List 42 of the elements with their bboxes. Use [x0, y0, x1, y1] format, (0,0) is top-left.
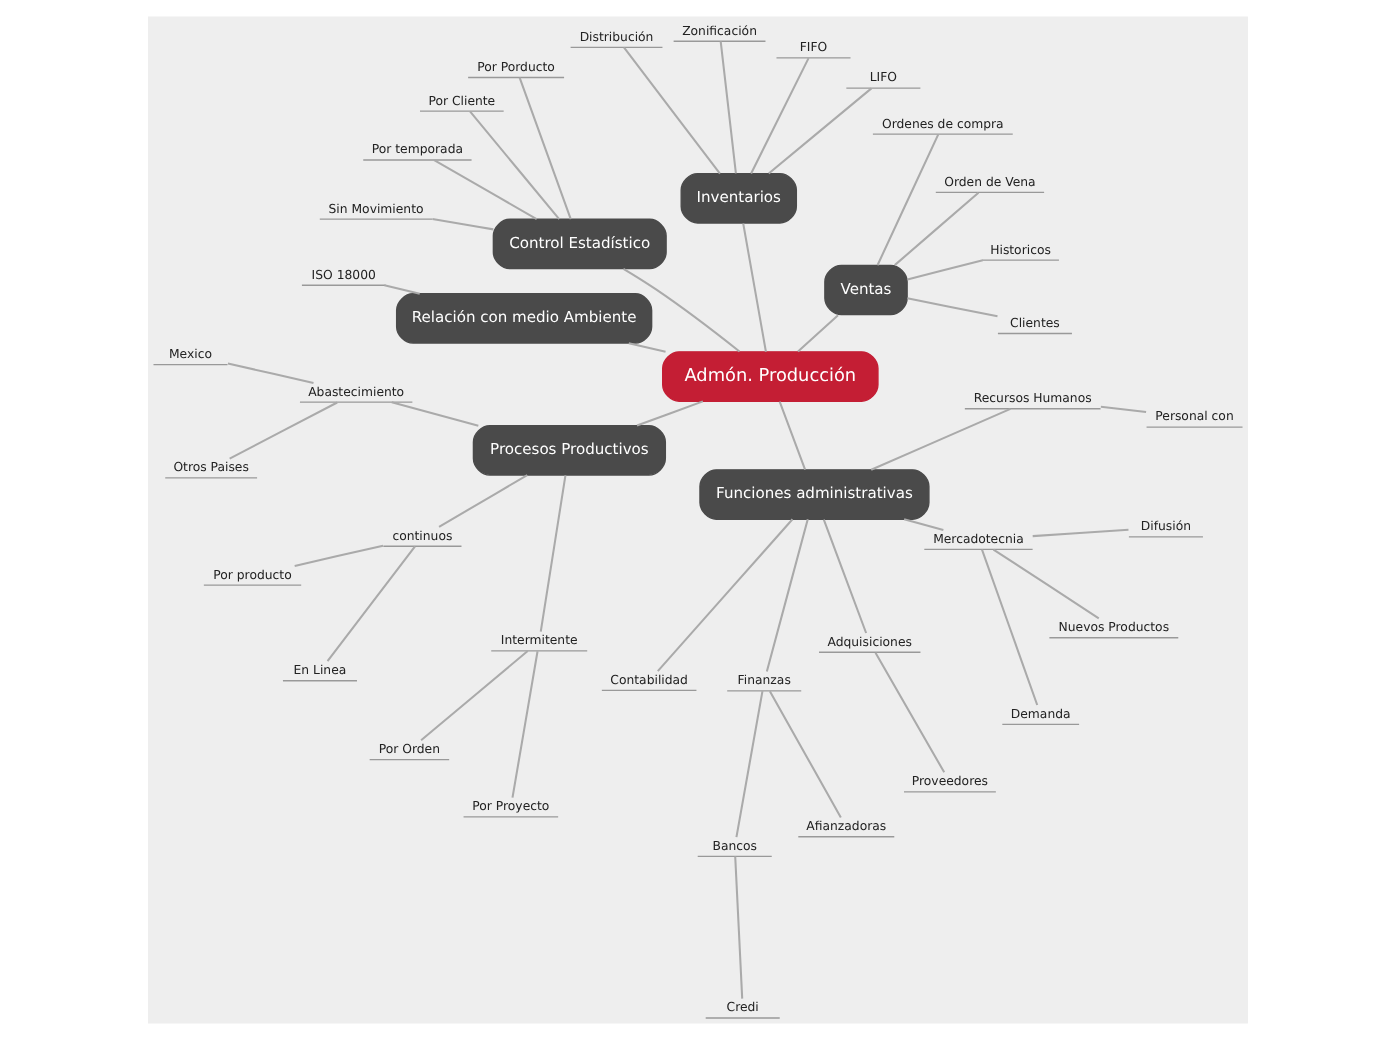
connector: [893, 191, 979, 266]
node-box: Admón. Producción: [661, 351, 878, 402]
connector: [718, 41, 736, 174]
connector: [390, 401, 478, 427]
connector: [431, 218, 493, 231]
connector: [228, 401, 337, 460]
connector: [538, 475, 566, 632]
connector: [621, 267, 740, 353]
connector: [733, 856, 743, 999]
connector: [749, 57, 809, 174]
connector: [1031, 528, 1128, 538]
connector: [419, 650, 528, 742]
connector: [510, 651, 538, 798]
connector: [656, 518, 793, 672]
connector: [767, 87, 872, 175]
connector: [764, 519, 808, 672]
connector: [293, 544, 383, 567]
connector: [627, 342, 665, 353]
connector: [325, 545, 415, 662]
connector: [906, 259, 982, 281]
connector: [821, 519, 867, 634]
connector: [437, 474, 527, 528]
connector: [517, 77, 571, 220]
connector: [767, 690, 841, 818]
connector: [980, 549, 1038, 706]
connector: [622, 46, 720, 175]
connector: [226, 362, 313, 384]
connector: [432, 159, 537, 221]
connector: [777, 401, 806, 470]
connector: [383, 284, 419, 295]
connector: [1099, 405, 1146, 413]
connector: [741, 223, 766, 352]
connector: [468, 110, 559, 220]
connector: [796, 314, 838, 353]
connector: [875, 133, 939, 266]
connector: [906, 297, 997, 318]
connector: [902, 518, 943, 532]
connector: [635, 400, 703, 427]
connector: [869, 407, 1010, 471]
connector: [873, 652, 945, 773]
connector: [991, 548, 1099, 620]
connector: [734, 690, 763, 838]
